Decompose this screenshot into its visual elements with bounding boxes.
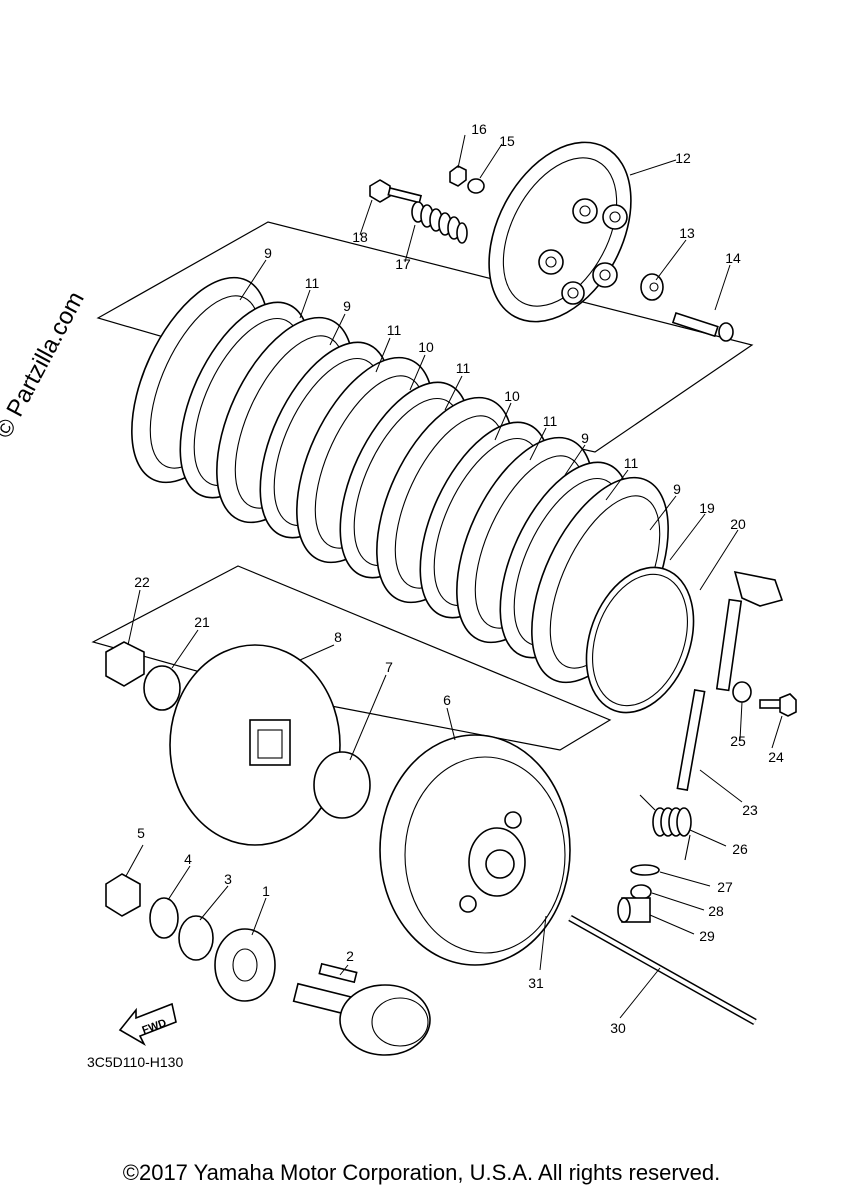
washer-25	[732, 681, 752, 703]
callout-21: 21	[194, 614, 210, 630]
nut-16	[449, 165, 467, 187]
callout-11b: 11	[387, 322, 402, 338]
callout-9b: 9	[343, 298, 351, 314]
nut-5	[105, 873, 141, 917]
bolt-24	[759, 693, 797, 717]
callout-20: 20	[730, 516, 746, 532]
straight-key	[318, 962, 358, 984]
push-lever-shaft	[676, 570, 784, 792]
clutch-spring	[411, 201, 468, 244]
oil-seal-28	[630, 884, 652, 900]
callout-13: 13	[679, 225, 695, 241]
callout-9d: 9	[673, 481, 681, 497]
callout-10a: 10	[418, 339, 434, 355]
crankshaft-fragment	[292, 982, 431, 1056]
callout-22: 22	[134, 574, 150, 590]
callout-11a: 11	[305, 275, 320, 291]
callout-14: 14	[725, 250, 741, 266]
washer-3	[178, 915, 214, 961]
bushing-29	[617, 897, 651, 923]
primary-drive-gear	[214, 928, 276, 1002]
callout-26: 26	[732, 841, 748, 857]
callout-30: 30	[610, 1020, 626, 1036]
lock-washer-21	[143, 665, 181, 711]
washer-27	[630, 864, 660, 876]
callout-23: 23	[742, 802, 758, 818]
callout-11c: 11	[456, 360, 471, 376]
callout-12: 12	[675, 150, 691, 166]
torsion-spring	[639, 794, 692, 861]
clutch-housing	[379, 734, 571, 966]
callout-2: 2	[346, 948, 354, 964]
callout-9c: 9	[581, 430, 589, 446]
callout-25: 25	[730, 733, 746, 749]
callout-28: 28	[708, 903, 724, 919]
callout-11e: 11	[624, 455, 639, 471]
pressure-plate	[488, 141, 632, 323]
push-rod	[568, 914, 757, 1026]
copyright-notice: ©2017 Yamaha Motor Corporation, U.S.A. A…	[122, 1160, 721, 1185]
callout-5: 5	[137, 825, 145, 841]
callout-6: 6	[443, 692, 451, 708]
callout-19: 19	[699, 500, 715, 516]
callout-18: 18	[352, 229, 368, 245]
callout-27: 27	[717, 879, 733, 895]
bolt-18	[369, 179, 423, 204]
callout-17: 17	[395, 256, 411, 272]
washer-15	[467, 178, 485, 194]
washer-4	[149, 897, 179, 939]
push-rod-adjuster	[640, 273, 734, 342]
callout-11d: 11	[543, 413, 558, 429]
thrust-plate-7	[313, 751, 371, 819]
callout-8: 8	[334, 629, 342, 645]
callout-9a: 9	[264, 245, 272, 261]
callout-16: 16	[471, 121, 487, 137]
forward-arrow-icon	[118, 1002, 177, 1047]
drawing-code: 3C5D110-H130	[87, 1054, 184, 1070]
cushion-rings	[585, 566, 695, 714]
callout-29: 29	[699, 928, 715, 944]
callout-10b: 10	[504, 388, 520, 404]
callout-7: 7	[385, 659, 393, 675]
clutch-boss	[169, 644, 341, 846]
callout-1: 1	[262, 883, 270, 899]
nut-22	[105, 641, 145, 687]
callout-15: 15	[499, 133, 515, 149]
callout-31: 31	[528, 975, 544, 991]
callout-4: 4	[184, 851, 192, 867]
callout-24: 24	[768, 749, 784, 765]
callout-3: 3	[224, 871, 232, 887]
leader-lines	[125, 134, 783, 1019]
